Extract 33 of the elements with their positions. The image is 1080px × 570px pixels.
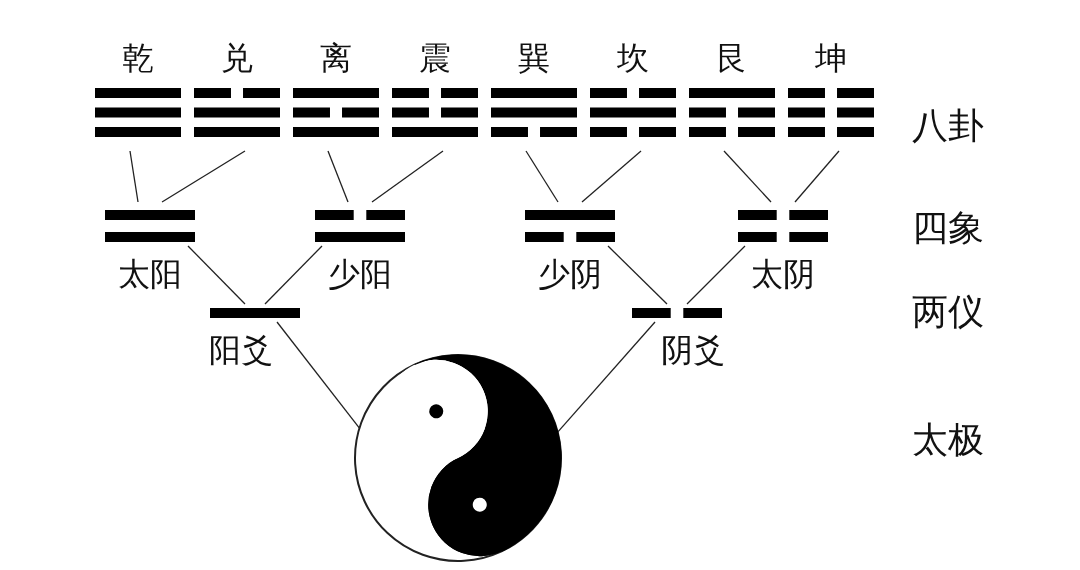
trigram-name: 乾 <box>121 40 155 76</box>
trigram-name: 震 <box>418 40 452 76</box>
trigram-name: 兑 <box>220 40 254 76</box>
connector-line <box>327 150 349 203</box>
yao-name: 阳爻 <box>208 332 274 368</box>
level-label: 太极 <box>912 420 984 460</box>
connector-line <box>723 150 772 203</box>
level-label: 四象 <box>912 208 984 248</box>
connector-line <box>794 150 840 203</box>
trigram-name: 离 <box>319 40 353 76</box>
four-image-name: 太阳 <box>117 256 183 292</box>
trigram-name: 坤 <box>814 40 848 76</box>
yin-yang-drawing <box>353 353 563 563</box>
connector-line <box>129 150 139 203</box>
connector-line <box>607 245 668 305</box>
connector-line <box>686 245 746 305</box>
connector-line <box>581 150 642 203</box>
connector-line <box>187 245 246 305</box>
trigram-name: 坎 <box>616 40 650 76</box>
connector-line <box>276 321 361 429</box>
connector-line <box>161 150 246 203</box>
connector-line <box>525 150 559 203</box>
level-label: 两仪 <box>912 292 984 332</box>
four-image-name: 少阳 <box>327 256 393 292</box>
connector-line <box>557 321 656 433</box>
four-image-name: 太阴 <box>750 256 816 292</box>
yao-name: 阴爻 <box>660 332 726 368</box>
connector-line <box>371 150 444 203</box>
level-label: 八卦 <box>912 106 984 146</box>
four-image-name: 少阴 <box>537 256 603 292</box>
trigram-name: 艮 <box>715 40 749 76</box>
connector-line <box>264 245 323 305</box>
trigram-name: 巽 <box>517 40 551 76</box>
